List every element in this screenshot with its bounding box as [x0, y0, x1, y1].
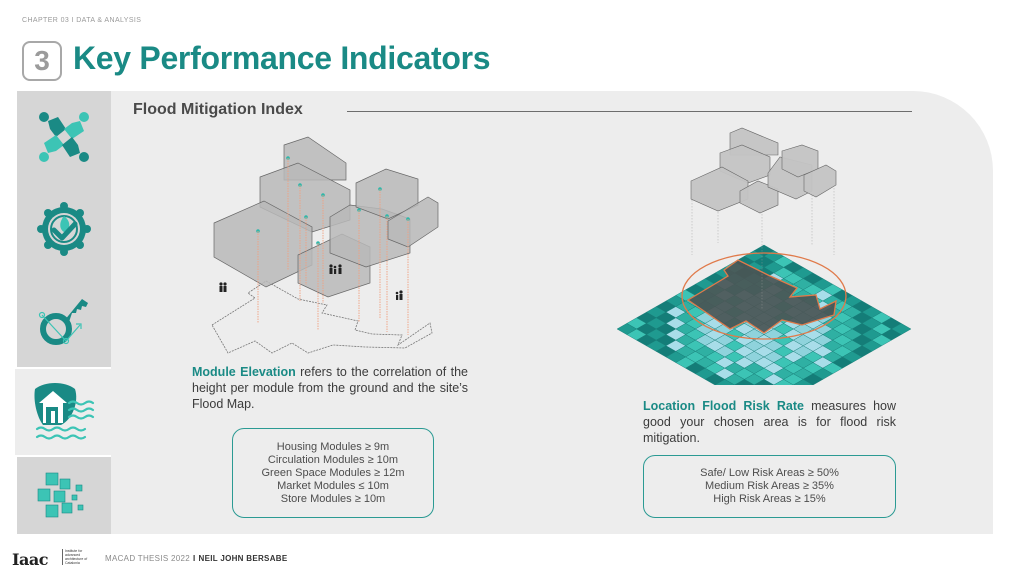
grid-cell [792, 379, 814, 385]
flood-house-shield-icon [34, 383, 95, 440]
sidebar-item-community[interactable] [17, 91, 111, 183]
criteria-line: Green Space Modules ≥ 12m [261, 466, 405, 479]
flood-risk-term: Location Flood Risk Rate [643, 399, 804, 413]
grid-cell [704, 373, 726, 385]
module-elevation-description: Module Elevation refers to the correlati… [192, 365, 468, 411]
community-people-icon [39, 112, 89, 162]
module-elevation-term: Module Elevation [192, 365, 296, 379]
flood-risk-criteria: Safe/ Low Risk Areas ≥ 50% Medium Risk A… [643, 455, 896, 518]
eco-certified-badge-icon [37, 202, 91, 256]
sidebar-item-key-growth[interactable] [17, 275, 111, 367]
grid-cell [753, 379, 775, 385]
grid-cell [783, 373, 804, 385]
grid-cell [743, 373, 765, 385]
chapter-label: CHAPTER 03 I DATA & ANALYSIS [22, 17, 142, 24]
flood-risk-description: Location Flood Risk Rate measures how go… [643, 399, 897, 445]
sidebar-item-flood-mitigation[interactable] [15, 369, 111, 455]
grid-cell [714, 379, 736, 385]
grid-cell [724, 373, 745, 385]
sidebar-item-eco-badge[interactable] [17, 183, 111, 275]
author-name: NEIL JOHN BERSABE [198, 554, 288, 563]
elevation-lines [257, 158, 409, 335]
section-divider [347, 111, 912, 112]
criteria-line: Store Modules ≥ 10m [280, 492, 386, 505]
kpi-sidebar [15, 91, 111, 534]
grid-cell [763, 373, 785, 385]
flood-risk-map-diagram [616, 127, 912, 385]
criteria-line: Market Modules ≤ 10m [277, 479, 389, 492]
criteria-line: Circulation Modules ≥ 10m [267, 453, 399, 466]
module-blocks [213, 136, 439, 298]
grid-cell [734, 379, 755, 385]
grid-cell [802, 373, 824, 385]
page-title: Key Performance Indicators [73, 40, 491, 76]
grid-cell [773, 379, 794, 385]
key-growth-icon [38, 299, 88, 345]
criteria-line: Housing Modules ≥ 9m [276, 440, 390, 453]
footer-separator: I [192, 554, 196, 563]
iaac-logo-subtitle: Institute for advanced architecture of C… [62, 549, 88, 565]
buffer-radius-outline [681, 252, 847, 340]
iaac-logo: Iaac [12, 550, 48, 569]
module-blocks-small [690, 127, 837, 214]
section-title: Flood Mitigation Index [133, 101, 303, 118]
criteria-line: Safe/ Low Risk Areas ≥ 50% [700, 467, 839, 479]
people-silhouettes [219, 264, 403, 300]
section-number-badge: 3 [22, 41, 62, 81]
module-elevation-criteria: Housing Modules ≥ 9m Circulation Modules… [232, 428, 434, 518]
program-label: MACAD THESIS 2022 [105, 554, 190, 563]
module-elevation-diagram [211, 136, 439, 354]
criteria-line: High Risk Areas ≥ 15% [713, 493, 826, 505]
sidebar-item-modular[interactable] [17, 457, 111, 534]
criteria-line: Medium Risk Areas ≥ 35% [705, 480, 834, 492]
modular-cubes-icon [37, 472, 84, 517]
site-footprint-outline [211, 280, 433, 354]
